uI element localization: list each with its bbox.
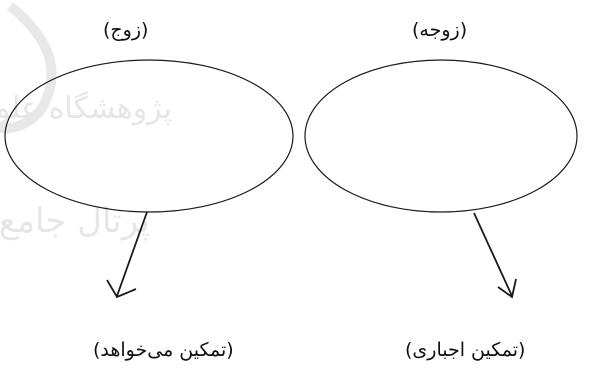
watermark-text-line-2: پرتال جامع bbox=[0, 201, 150, 241]
label-forced-tamkin: (تمکین اجباری) bbox=[405, 339, 526, 361]
watermark-swoosh bbox=[0, 2, 57, 134]
left-ellipse bbox=[4, 59, 294, 213]
left-arrow-shaft bbox=[116, 211, 148, 297]
label-wife: (زوجه) bbox=[412, 19, 468, 41]
right-ellipse bbox=[304, 59, 578, 213]
right-arrow-shaft bbox=[473, 212, 513, 297]
label-husband: (زوج) bbox=[103, 19, 149, 41]
left-arrow-head bbox=[106, 279, 137, 299]
label-wants-tamkin: (تمکین می‌خواهد) bbox=[93, 339, 234, 361]
right-arrow bbox=[473, 212, 517, 299]
watermark-logo: پژوهشگاه علوم انسانی پرتال جامع bbox=[0, 2, 172, 241]
right-arrow-head bbox=[497, 278, 517, 299]
left-arrow bbox=[106, 211, 148, 299]
watermark-text-line-1: پژوهشگاه علوم انسانی bbox=[0, 91, 172, 126]
